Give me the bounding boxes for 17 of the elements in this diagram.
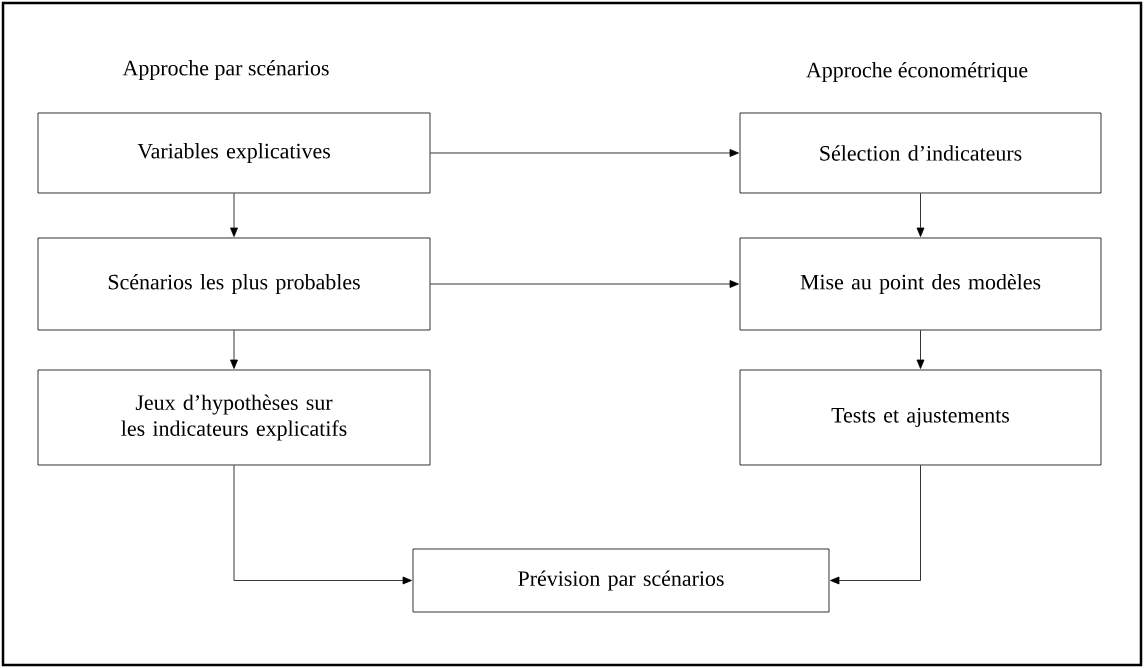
arrow <box>430 149 739 157</box>
column-heading: Approche économétrique <box>806 62 1028 82</box>
process-box: Mise au point des modèles <box>739 237 1102 331</box>
process-box: Jeux d’hypothèses sur les indicateurs explicatifs <box>37 369 431 466</box>
column-heading: Approche par scénarios <box>122 60 329 80</box>
process-box: Variables explicatives <box>37 112 431 194</box>
process-box: Sélection d’indicateurs <box>739 112 1102 194</box>
arrow <box>916 330 925 369</box>
process-box: Scénarios les plus probables <box>37 237 431 331</box>
arrow <box>430 280 739 288</box>
process-box: Tests et ajustements <box>739 369 1102 466</box>
arrow <box>830 465 921 585</box>
arrow <box>230 193 238 237</box>
process-box: Prévision par scénarios <box>412 548 830 613</box>
arrow <box>233 465 412 585</box>
arrow <box>916 193 925 237</box>
arrow <box>230 330 238 369</box>
